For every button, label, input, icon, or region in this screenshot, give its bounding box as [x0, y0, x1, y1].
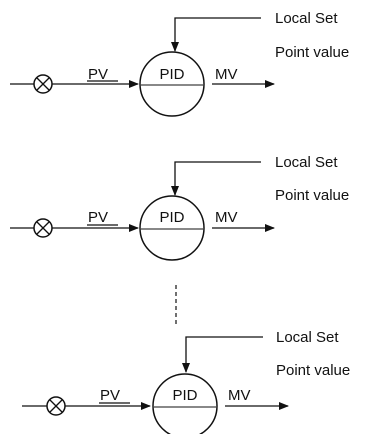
pid-label: PID: [159, 209, 184, 226]
mv-label: MV: [228, 387, 251, 404]
sensor-valve-icon: [46, 396, 66, 416]
pv-label: PV: [88, 66, 108, 83]
pv-label: PV: [88, 209, 108, 226]
pid-label: PID: [172, 387, 197, 404]
setpoint-label-line1: Local Set: [275, 10, 338, 27]
pid-controller: PID: [139, 51, 205, 117]
mv-label: MV: [215, 209, 238, 226]
setpoint-arrow: [182, 336, 263, 373]
pid-block-2: PV PID MV Local Set Point value: [10, 154, 349, 261]
sensor-valve-icon: [33, 218, 53, 238]
sensor-valve-icon: [33, 74, 53, 94]
setpoint-label-line2: Point value: [275, 187, 349, 204]
setpoint-label-line2: Point value: [276, 362, 350, 379]
pid-block-3: PV PID MV Local Set Point value: [22, 329, 350, 434]
pv-label: PV: [100, 387, 120, 404]
setpoint-label-line1: Local Set: [275, 154, 338, 171]
setpoint-arrow: [171, 161, 261, 196]
setpoint-label-line1: Local Set: [276, 329, 339, 346]
pid-controller: PID: [139, 195, 205, 261]
pid-label: PID: [159, 66, 184, 83]
pid-block-1: PV PID MV Local Set Point value: [10, 10, 349, 117]
setpoint-arrow: [171, 17, 261, 52]
pid-controller: PID: [152, 373, 218, 434]
setpoint-label-line2: Point value: [275, 44, 349, 61]
mv-label: MV: [215, 66, 238, 83]
